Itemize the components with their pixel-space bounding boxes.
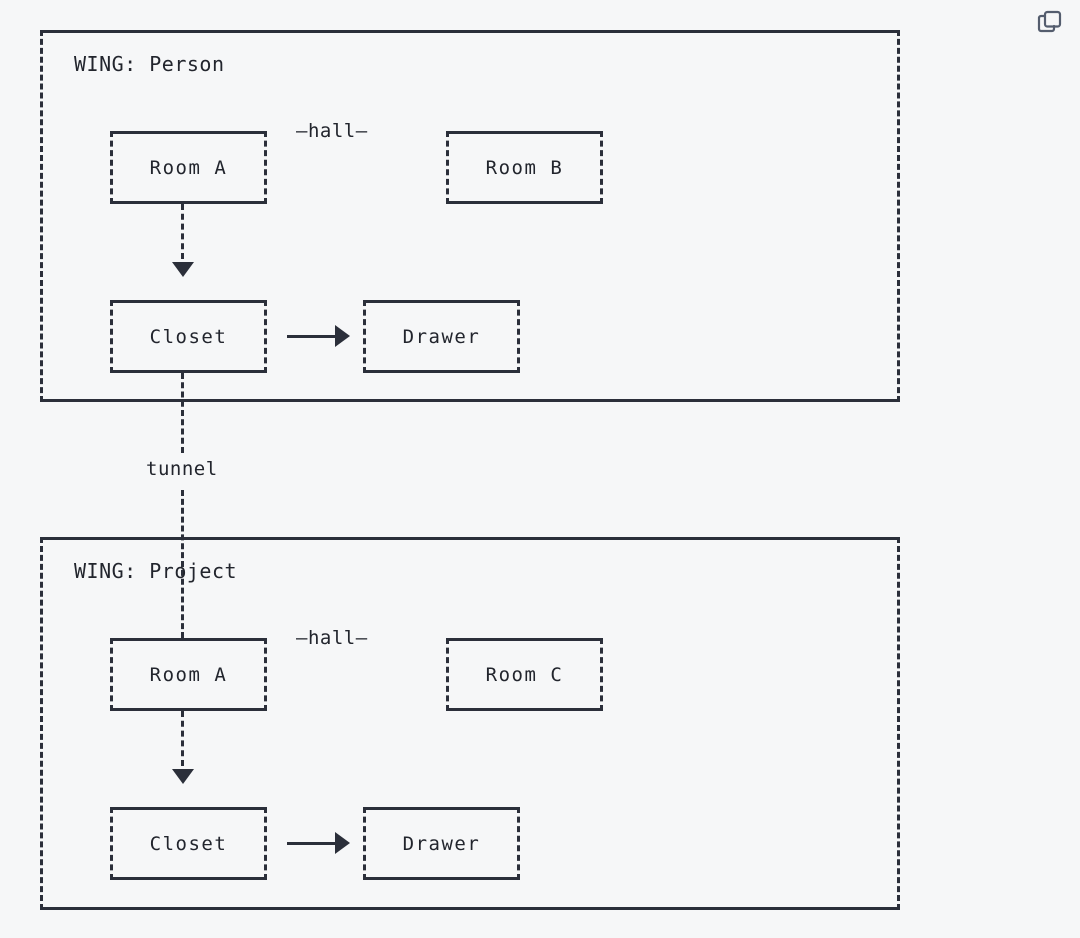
edge-room-a-to-closet-person xyxy=(181,204,184,259)
wing-title-person: WING: Person xyxy=(74,52,225,76)
edge-label-hall-person: —hall— xyxy=(296,120,368,142)
node-room-a-project[interactable]: Room A xyxy=(110,638,267,711)
edge-room-a-to-closet-project xyxy=(181,711,184,766)
node-closet-person[interactable]: Closet xyxy=(110,300,267,373)
edge-tunnel-upper-segment xyxy=(181,373,184,453)
edge-closet-to-drawer-person xyxy=(287,335,337,338)
node-room-c-project[interactable]: Room C xyxy=(446,638,603,711)
edge-label-hall-project: —hall— xyxy=(296,627,368,649)
edge-closet-to-drawer-project xyxy=(287,842,337,845)
wing-title-project: WING: Project xyxy=(74,559,238,583)
copy-icon[interactable] xyxy=(1033,9,1065,39)
arrowhead-right-project xyxy=(335,832,350,854)
node-room-b-person[interactable]: Room B xyxy=(446,131,603,204)
wing-container-person xyxy=(40,30,900,402)
edge-label-tunnel: tunnel xyxy=(146,458,218,480)
wing-container-project xyxy=(40,537,900,910)
node-drawer-person[interactable]: Drawer xyxy=(363,300,520,373)
edge-tunnel-lower-segment xyxy=(181,490,184,638)
node-closet-project[interactable]: Closet xyxy=(110,807,267,880)
arrowhead-down-project xyxy=(172,769,194,784)
arrowhead-down-person xyxy=(172,262,194,277)
arrowhead-right-person xyxy=(335,325,350,347)
node-room-a-person[interactable]: Room A xyxy=(110,131,267,204)
node-drawer-project[interactable]: Drawer xyxy=(363,807,520,880)
